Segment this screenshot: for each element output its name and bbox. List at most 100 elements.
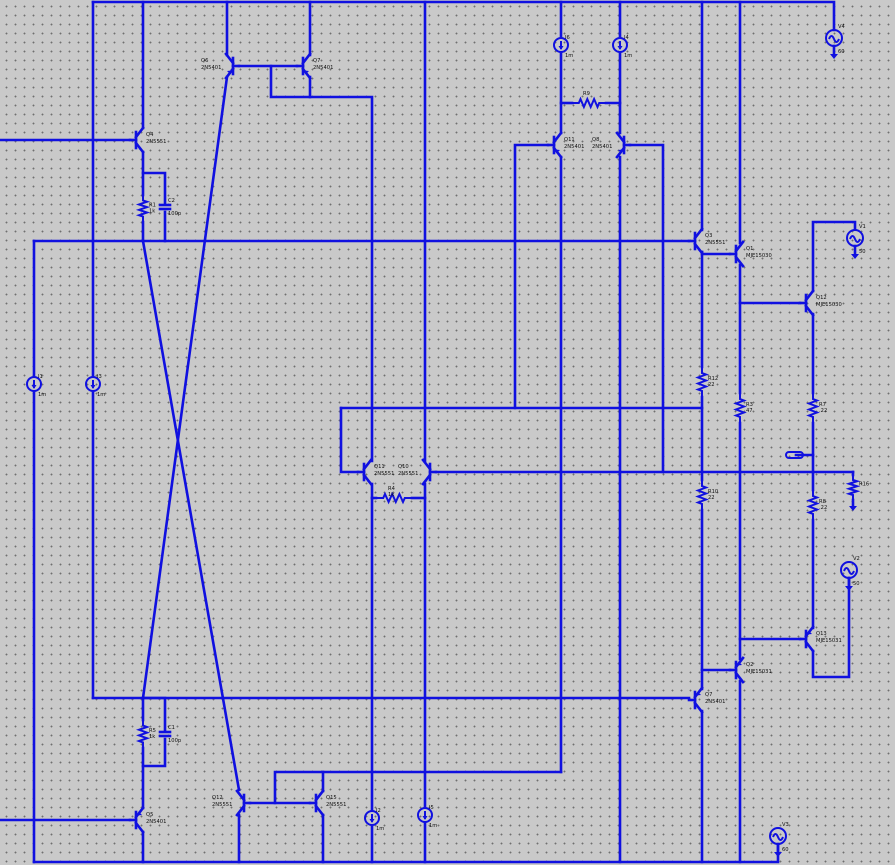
component-label: Q5 (146, 812, 153, 818)
component-label: R9 (583, 91, 590, 97)
output-port-icon (785, 451, 804, 459)
voltage-source-v1[interactable]: V1 50 (846, 224, 866, 259)
resistor-zigzag (695, 367, 709, 397)
wire (141, 75, 229, 700)
wire (141, 737, 167, 768)
component-label: 2N5401 (201, 65, 221, 71)
wire (91, 0, 836, 32)
component-label: I5 (429, 805, 434, 811)
component-label: 60 (838, 49, 845, 55)
collector-lead (804, 289, 815, 302)
source-arrow-head (31, 385, 37, 389)
emitter-arrow (318, 791, 323, 795)
source-circle (26, 376, 42, 392)
emitter-arrow (366, 480, 371, 484)
component-label: MJE15031 (816, 638, 842, 644)
resistor-zigzag (806, 490, 820, 520)
ground-icon (851, 254, 859, 259)
source-arrow-head (90, 385, 96, 389)
wires (0, 0, 857, 864)
resistor-r8[interactable]: R8.22 (806, 490, 827, 520)
component-label: 50 (859, 249, 866, 255)
component-label: Q2 (746, 662, 753, 668)
emitter-arrow (738, 262, 743, 266)
component-label: R16 (859, 482, 869, 488)
resistor-r9[interactable]: R9 (572, 91, 606, 110)
component-label: Q10 (398, 464, 409, 470)
component-label: 1m (376, 826, 384, 832)
emitter-arrow (227, 70, 232, 75)
resistor-r7[interactable]: R7.22 (806, 393, 827, 423)
source-circle (553, 37, 569, 53)
collector-lead (693, 701, 704, 714)
component-label: 2N5401 (564, 144, 584, 150)
component-label: 60 (782, 847, 789, 853)
emitter-arrow (697, 249, 702, 253)
component-label: V1 (859, 224, 866, 230)
wire (141, 171, 167, 205)
collector-lead (421, 458, 432, 471)
resistor-zigzag (135, 195, 151, 222)
emitter-lead (235, 789, 246, 802)
component-label: I3 (97, 374, 102, 380)
output-port[interactable] (785, 451, 804, 459)
sine-glyph (843, 567, 855, 575)
resistor-zigzag (733, 393, 747, 423)
emitter-arrow (137, 811, 142, 816)
source-circle (364, 810, 380, 826)
wire (32, 843, 780, 864)
component-label: Q11 (564, 137, 575, 143)
component-label: 1m (624, 53, 632, 59)
wire (273, 770, 563, 805)
emitter-arrow (304, 70, 309, 75)
wire (700, 250, 732, 256)
component-label: R8 (819, 499, 826, 505)
resistor-zigzag (845, 475, 861, 500)
emitter-arrow (237, 791, 242, 795)
component-label: Q3 (705, 233, 712, 239)
emitter-arrow (618, 149, 623, 154)
resistor-r16[interactable]: R16 (845, 475, 869, 500)
component-label: 2N5551 (212, 802, 232, 808)
component-label: 22 (708, 495, 715, 501)
ground-icon (845, 586, 853, 591)
component-label: I1 (38, 374, 43, 380)
collector-lead (134, 821, 145, 834)
component-label: Q7 (313, 58, 320, 64)
component-label: 2N5551 (374, 471, 394, 477)
